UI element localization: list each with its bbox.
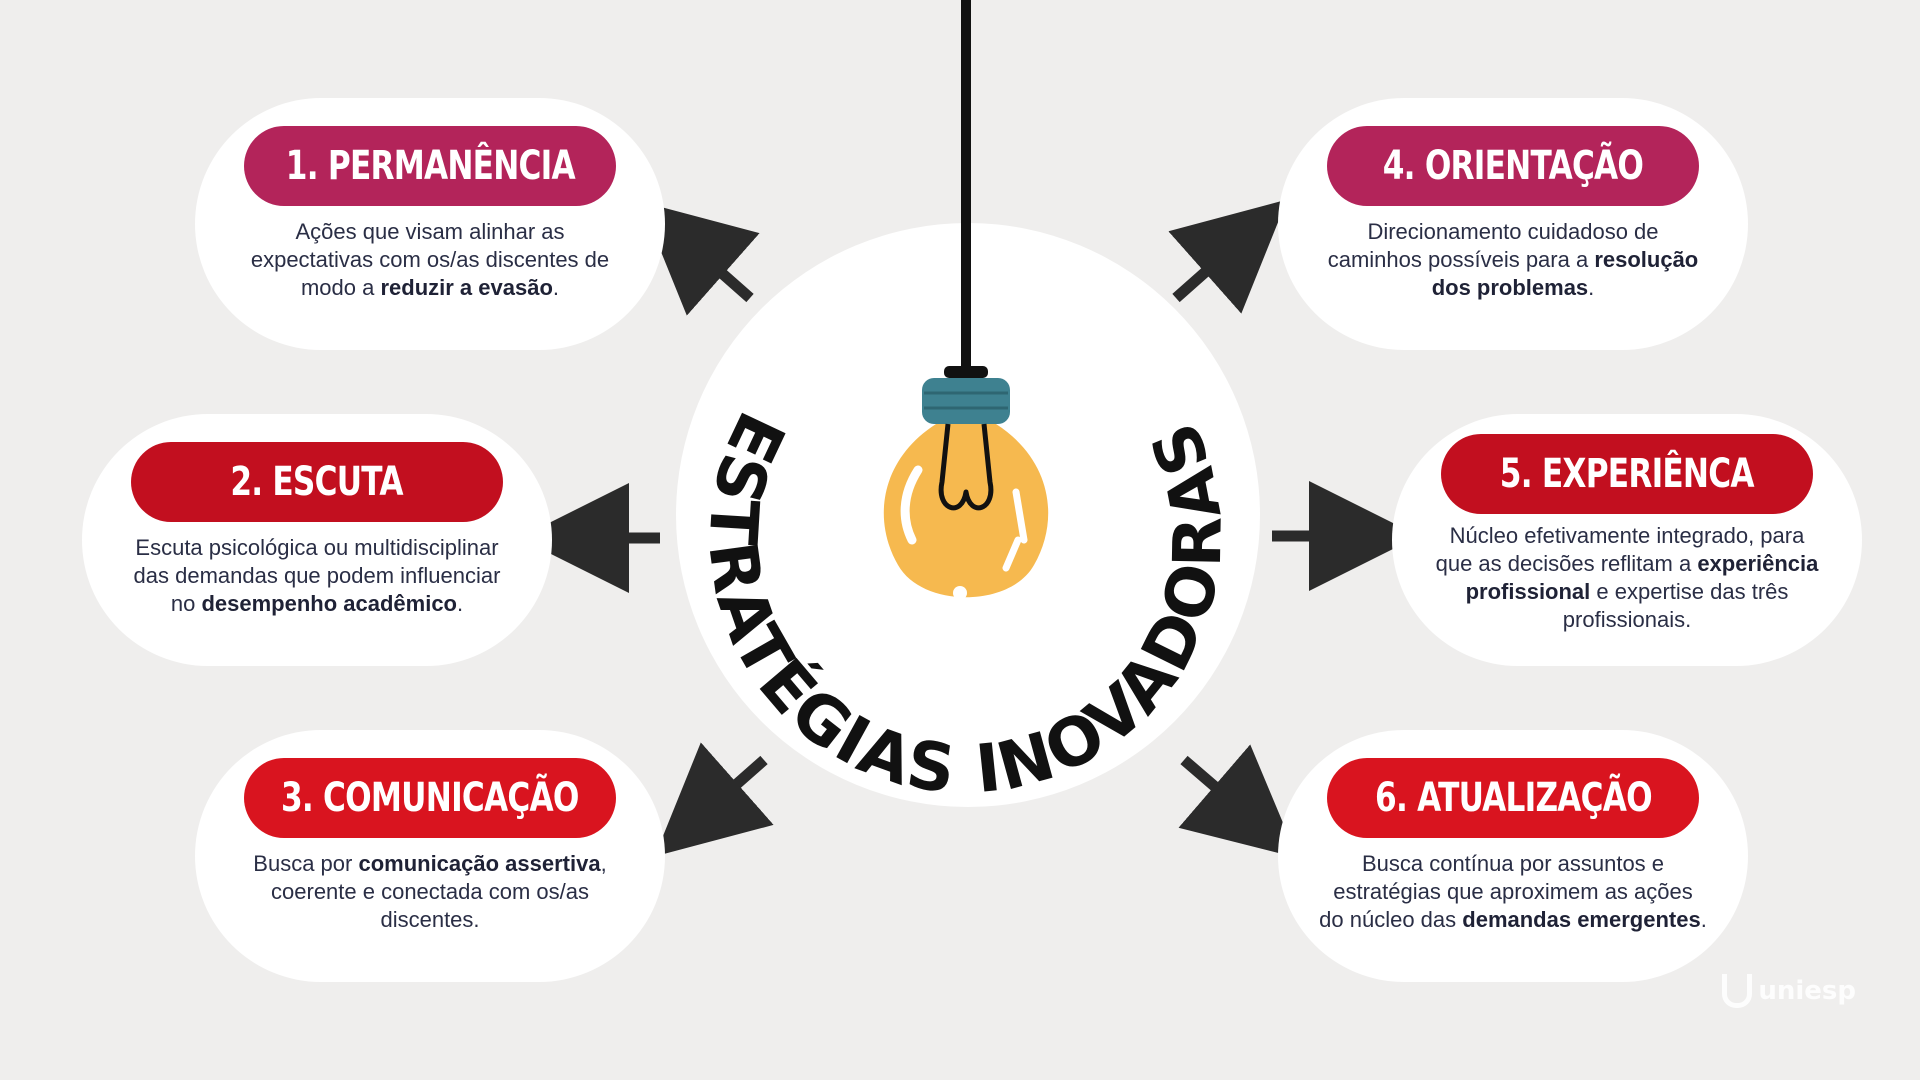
arrow-icon	[1168, 199, 1288, 314]
card-description: Escuta psicológica ou multidisciplinar d…	[122, 534, 512, 618]
card-description: Núcleo efetivamente integrado, para que …	[1432, 522, 1822, 634]
card-heading: 4. ORIENTAÇÃO	[1327, 126, 1699, 206]
logo-text: uniesp	[1758, 976, 1856, 1006]
uniesp-logo: uniesp	[1722, 974, 1856, 1008]
card-heading: 5. EXPERIÊNCA	[1441, 434, 1813, 514]
card-permanencia: 1. PERMANÊNCIA Ações que visam alinhar a…	[195, 98, 665, 350]
card-heading: 1. PERMANÊNCIA	[244, 126, 616, 206]
card-experienca: 5. EXPERIÊNCA Núcleo efetivamente integr…	[1392, 414, 1862, 666]
arrows	[519, 199, 1419, 858]
card-description: Ações que visam alinhar as expectativas …	[235, 218, 625, 302]
body-text: Busca por	[253, 851, 359, 876]
body-text: .	[552, 275, 560, 300]
body-text: .	[1588, 275, 1595, 300]
emphasis-text: desempenho acadêmico	[201, 591, 457, 616]
arrow-icon	[1178, 744, 1298, 858]
body-text: Busca contínua por assuntos e estratégia…	[1319, 851, 1693, 932]
arrow-icon	[654, 742, 774, 857]
card-escuta: 2. ESCUTA Escuta psicológica ou multidis…	[82, 414, 552, 666]
card-heading: 6. ATUALIZAÇÃO	[1327, 758, 1699, 838]
emphasis-text: reduzir a evasão	[380, 275, 553, 300]
card-description: Direcionamento cuidadoso de caminhos pos…	[1318, 218, 1708, 302]
card-comunicacao: 3. COMUNICAÇÃO Busca por comunicação ass…	[195, 730, 665, 982]
body-text: , coerente e conectada com os/as discent…	[271, 851, 607, 932]
card-atualizacao: 6. ATUALIZAÇÃO Busca contínua por assunt…	[1278, 730, 1748, 982]
body-text: Escuta psicológica ou multidisciplinar d…	[133, 535, 501, 616]
card-heading: 2. ESCUTA	[131, 442, 503, 522]
uniesp-logo-mark	[1722, 974, 1753, 1008]
card-description: Busca por comunicação assertiva, coerent…	[235, 850, 625, 934]
card-heading: 3. COMUNICAÇÃO	[244, 758, 616, 838]
body-text: .	[457, 591, 464, 616]
card-orientacao: 4. ORIENTAÇÃO Direcionamento cuidadoso d…	[1278, 98, 1748, 350]
body-text: Núcleo efetivamente integrado, para que …	[1435, 523, 1805, 576]
body-text: Direcionamento cuidadoso de caminhos pos…	[1327, 219, 1659, 272]
arrow-icon	[640, 201, 760, 316]
card-description: Busca contínua por assuntos e estratégia…	[1318, 850, 1708, 934]
body-text: .	[1700, 907, 1707, 932]
emphasis-text: comunicação assertiva	[358, 851, 601, 876]
emphasis-text: demandas emergentes	[1462, 907, 1701, 932]
emphasis-text: resolução dos problemas	[1431, 247, 1699, 300]
emphasis-text: experiência profissional	[1465, 551, 1819, 604]
body-text: Ações que visam alinhar as expectativas …	[250, 219, 610, 300]
lightbulb-icon	[883, 0, 1049, 600]
body-text: e expertise das três profissionais.	[1562, 579, 1789, 632]
